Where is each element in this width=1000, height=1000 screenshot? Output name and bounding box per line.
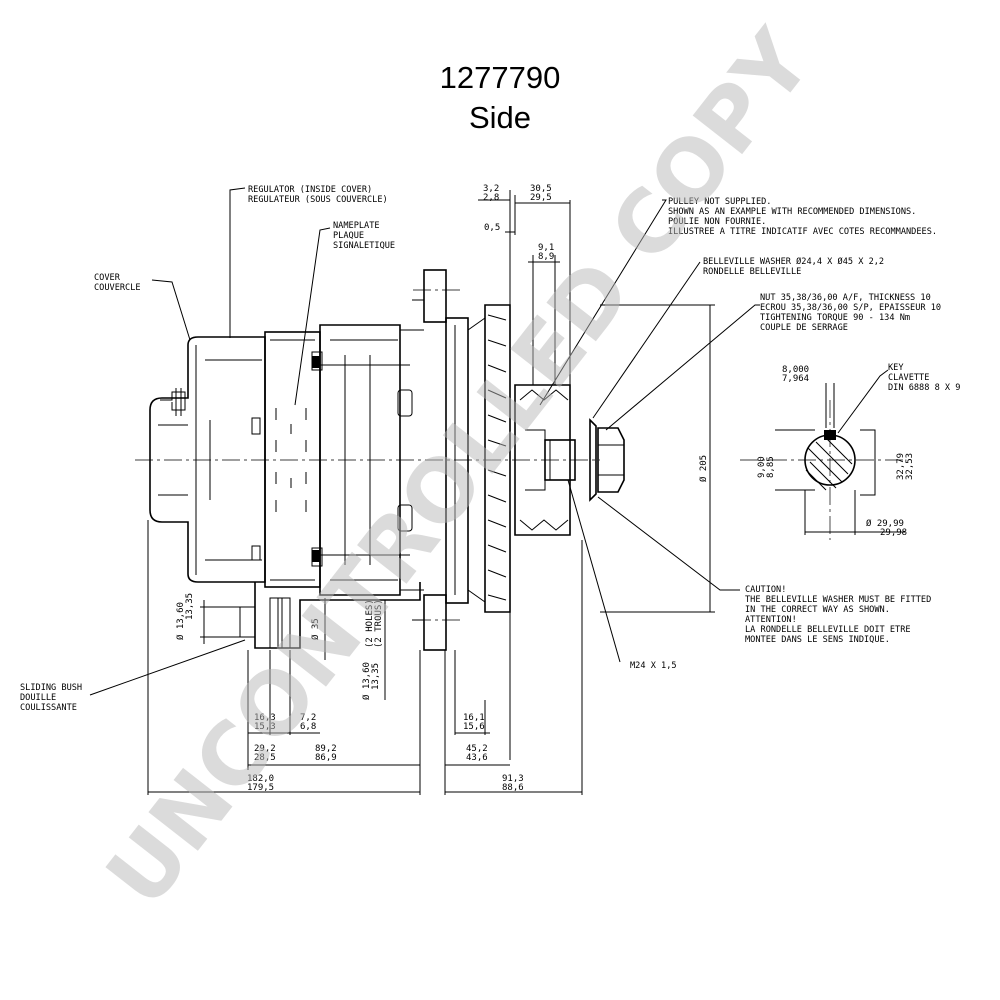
dim-9-1-max: 9,1: [538, 243, 554, 253]
callout-cover: COVER COUVERCLE: [94, 273, 141, 293]
caution-text-5: LA RONDELLE BELLEVILLE DOIT ETRE: [745, 625, 911, 635]
key-text-2: CLAVETTE: [888, 373, 929, 383]
regulator-text-fr: REGULATEUR (SOUS COUVERCLE): [248, 195, 388, 205]
washer-text-en: BELLEVILLE WASHER Ø24,4 X Ø45 X 2,2: [703, 256, 884, 267]
dim-7-2-min: 6,8: [300, 722, 316, 732]
dim-89-2-max: 89,2: [315, 744, 337, 754]
dim-91-3-min: 88,6: [502, 783, 524, 793]
pulley-text-4: ILLUSTREE A TITRE INDICATIF AVEC COTES R…: [668, 227, 937, 237]
pulley-text-1: PULLEY NOT SUPPLIED.: [668, 197, 771, 207]
dim-16-3-max: 16,3: [254, 713, 276, 723]
dim-182-min: 179,5: [247, 783, 274, 793]
thread-label: M24 X 1,5: [630, 661, 677, 671]
view-name: Side: [468, 100, 532, 135]
nut-text-4: COUPLE DE SERRAGE: [760, 323, 848, 333]
nameplate-text-2: PLAQUE: [333, 231, 364, 241]
callout-nameplate: NAMEPLATE PLAQUE SIGNALETIQUE: [333, 221, 395, 251]
dim-3-2-min: 2,8: [483, 193, 499, 203]
dim-182-max: 182,0: [247, 774, 274, 784]
sliding-bush-text-3: COULISSANTE: [20, 703, 77, 713]
pulley-text-2: SHOWN AS AN EXAMPLE WITH RECOMMENDED DIM…: [668, 207, 916, 217]
nut-text-2: ECROU 35,38/36,00 S/P, EPAISSEUR 10: [760, 303, 941, 313]
dim-13-60-max: Ø 13,60: [175, 602, 186, 640]
dim-shaft-dia-max: Ø 29,99: [866, 518, 904, 529]
title-block: 1277790 Side: [0, 58, 1000, 138]
dim-30-5-max: 30,5: [530, 184, 552, 194]
dim-shaft-dia-min: 29,98: [880, 528, 907, 538]
pulley-text-3: POULIE NON FOURNIE.: [668, 217, 766, 227]
nut-text-1: NUT 35,38/36,00 A/F, THICKNESS 10: [760, 293, 931, 303]
key-text-1: KEY: [888, 363, 904, 373]
dim-13-60-min: 13,35: [185, 593, 195, 620]
callout-pulley: PULLEY NOT SUPPLIED. SHOWN AS AN EXAMPLE…: [668, 197, 937, 237]
regulator-text-en: REGULATOR (INSIDE COVER): [248, 185, 372, 195]
dim-holes-2: 13,35: [371, 663, 381, 690]
dim-16-3-min: 15,3: [254, 722, 276, 732]
caution-text-2: THE BELLEVILLE WASHER MUST BE FITTED: [745, 595, 931, 605]
key-text-3: DIN 6888 8 X 9: [888, 383, 960, 393]
dim-key-depth-min: 8,85: [766, 456, 776, 478]
dim-16-1-min: 15,6: [463, 722, 485, 732]
dimension-labels: 3,2 2,8 30,5 29,5 0,5 9,1 8,9 Ø 205 Ø 13…: [175, 184, 915, 793]
dim-7-2-max: 7,2: [300, 713, 316, 723]
nameplate-text-3: SIGNALETIQUE: [333, 241, 395, 251]
dim-3-2-max: 3,2: [483, 184, 499, 194]
caution-text-4: ATTENTION!: [745, 615, 797, 625]
caution-text-1: CAUTION!: [745, 585, 786, 595]
dim-key-depth-max: 9,00: [757, 456, 767, 478]
dim-45-2-max: 45,2: [466, 744, 488, 754]
cover-text-en: COVER: [94, 273, 121, 283]
dim-45-2-min: 43,6: [466, 753, 488, 763]
dim-key-height-min: 32,53: [905, 453, 915, 480]
dim-205: Ø 205: [698, 455, 709, 482]
callout-key: KEY CLAVETTE DIN 6888 8 X 9: [888, 363, 960, 393]
callout-nut: NUT 35,38/36,00 A/F, THICKNESS 10 ECROU …: [760, 293, 941, 333]
nameplate-text-1: NAMEPLATE: [333, 221, 380, 231]
dim-key-width-max: 8,000: [782, 365, 809, 375]
dim-35: Ø 35: [310, 618, 321, 640]
dim-16-1-max: 16,1: [463, 713, 485, 723]
washer-text-fr: RONDELLE BELLEVILLE: [703, 267, 801, 277]
dim-9-1-min: 8,9: [538, 252, 554, 262]
callout-sliding-bush: SLIDING BUSH DOUILLE COULISSANTE: [20, 683, 82, 713]
shaft-section-detail: [740, 383, 905, 540]
caution-text-6: MONTEE DANS LE SENS INDIQUE.: [745, 635, 890, 645]
dim-29-2-min: 28,5: [254, 753, 276, 763]
dim-key-height-max: 32,79: [896, 453, 906, 480]
dim-0-5: 0,5: [484, 223, 500, 233]
dim-89-2-min: 86,9: [315, 753, 337, 763]
watermark: UNCONTROLLED COPY: [88, 12, 832, 925]
dim-30-5-min: 29,5: [530, 193, 552, 203]
leader-lines: [89, 187, 889, 696]
callout-washer: BELLEVILLE WASHER Ø24,4 X Ø45 X 2,2 ROND…: [703, 256, 884, 277]
dimension-lines: [147, 190, 715, 795]
nut-text-3: TIGHTENING TORQUE 90 - 134 Nm: [760, 313, 910, 323]
cover-text-fr: COUVERCLE: [94, 283, 141, 293]
dim-holes-4: (2 TROUS): [374, 599, 384, 648]
dim-holes-3: (2 HOLES): [365, 599, 375, 648]
caution-text-3: IN THE CORRECT WAY AS SHOWN.: [745, 605, 890, 615]
sliding-bush-text-2: DOUILLE: [20, 693, 56, 703]
sliding-bush-text-1: SLIDING BUSH: [20, 683, 82, 693]
dim-holes-1: Ø 13,60: [361, 662, 372, 700]
dim-91-3-max: 91,3: [502, 774, 524, 784]
dim-29-2-max: 29,2: [254, 744, 276, 754]
callout-regulator: REGULATOR (INSIDE COVER) REGULATEUR (SOU…: [248, 185, 388, 205]
callout-caution: CAUTION! THE BELLEVILLE WASHER MUST BE F…: [745, 585, 931, 645]
part-number: 1277790: [439, 60, 561, 95]
dim-key-width-min: 7,964: [782, 374, 809, 384]
